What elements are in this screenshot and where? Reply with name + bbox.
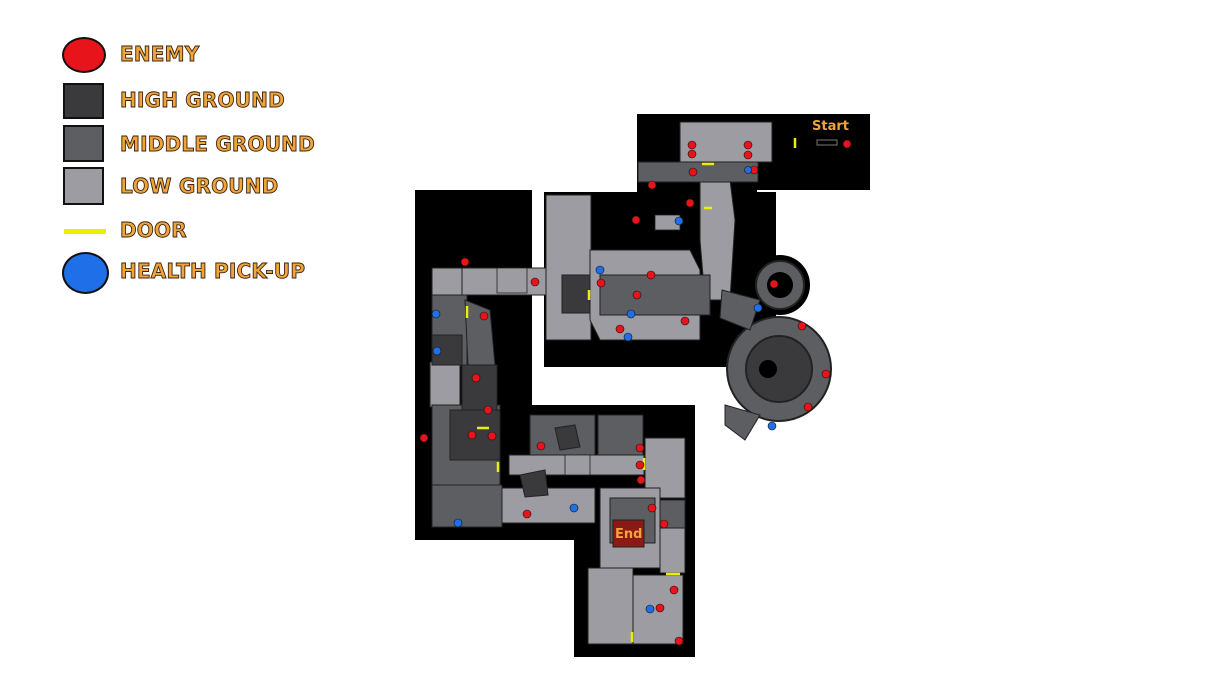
- enemy-icon: [688, 167, 698, 177]
- health-icon: [753, 303, 763, 313]
- enemy-icon: [803, 402, 813, 412]
- health-icon: [623, 332, 633, 342]
- enemy-icon: [674, 636, 684, 646]
- enemy-icon: [669, 585, 679, 595]
- enemy-icon: [797, 321, 807, 331]
- enemy-icon: [636, 475, 646, 485]
- enemy-icon: [467, 430, 477, 440]
- enemy-markers: [419, 139, 852, 646]
- enemy-icon: [769, 279, 779, 289]
- enemy-icon: [635, 460, 645, 470]
- enemy-icon: [479, 311, 489, 321]
- enemy-icon: [646, 270, 656, 280]
- enemy-icon: [635, 443, 645, 453]
- legend-label-low-ground: LOW GROUND: [120, 174, 279, 199]
- door-swatch-icon: [64, 229, 106, 234]
- health-icon: [595, 265, 605, 275]
- enemy-icon: [483, 405, 493, 415]
- enemy-icon: [471, 373, 481, 383]
- enemy-icon: [522, 509, 532, 519]
- enemy-icon: [631, 215, 641, 225]
- legend-item-high-ground: HIGH GROUND: [0, 80, 360, 124]
- enemy-swatch-icon: [62, 37, 106, 73]
- start-label: Start: [812, 119, 849, 134]
- legend-item-enemy: ENEMY: [0, 34, 360, 78]
- enemy-icon: [647, 180, 657, 190]
- circular-tower: [719, 260, 832, 441]
- enemy-icon: [743, 150, 753, 160]
- health-icon: [645, 604, 655, 614]
- enemy-icon: [655, 603, 665, 613]
- enemy-icon: [687, 149, 697, 159]
- legend-item-door: DOOR: [0, 210, 360, 254]
- health-icon: [432, 346, 442, 356]
- enemy-icon: [842, 139, 852, 149]
- start-marker-icon: [816, 139, 838, 146]
- enemy-icon: [419, 433, 429, 443]
- health-icon: [569, 503, 579, 513]
- legend-label-door: DOOR: [120, 218, 188, 243]
- middle-ground-swatch-icon: [63, 125, 104, 162]
- legend-item-middle-ground: MIDDLE GROUND: [0, 124, 360, 168]
- enemy-icon: [460, 257, 470, 267]
- health-markers: [431, 166, 777, 614]
- legend-item-health: HEALTH PICK-UP: [0, 251, 360, 295]
- enemy-icon: [821, 369, 831, 379]
- legend-label-health: HEALTH PICK-UP: [120, 259, 306, 284]
- health-icon: [767, 421, 777, 431]
- enemy-icon: [680, 316, 690, 326]
- enemy-icon: [536, 441, 546, 451]
- legend-label-enemy: ENEMY: [120, 42, 200, 67]
- low-ground-swatch-icon: [63, 167, 104, 205]
- health-icon: [626, 309, 636, 319]
- health-icon: [453, 518, 463, 528]
- health-icon: [431, 309, 441, 319]
- enemy-icon: [615, 324, 625, 334]
- legend-label-middle-ground: MIDDLE GROUND: [120, 132, 316, 157]
- legend-item-low-ground: LOW GROUND: [0, 166, 360, 210]
- health-icon: [744, 166, 752, 174]
- map-legend: ENEMY HIGH GROUND MIDDLE GROUND LOW GROU…: [0, 0, 360, 310]
- enemy-icon: [596, 278, 606, 288]
- health-swatch-icon: [62, 252, 109, 294]
- enemy-icon: [687, 140, 697, 150]
- end-tile: [612, 519, 645, 548]
- stair-areas: [496, 214, 681, 476]
- enemy-icon: [743, 140, 753, 150]
- health-icon: [674, 216, 684, 226]
- enemy-icon: [632, 290, 642, 300]
- legend-label-high-ground: HIGH GROUND: [120, 88, 286, 113]
- enemy-icon: [659, 519, 669, 529]
- end-label: End: [615, 527, 642, 542]
- enemy-icon: [530, 277, 540, 287]
- enemy-icon: [647, 503, 657, 513]
- enemy-icon: [487, 431, 497, 441]
- high-ground-swatch-icon: [63, 83, 104, 119]
- enemy-icon: [685, 198, 695, 208]
